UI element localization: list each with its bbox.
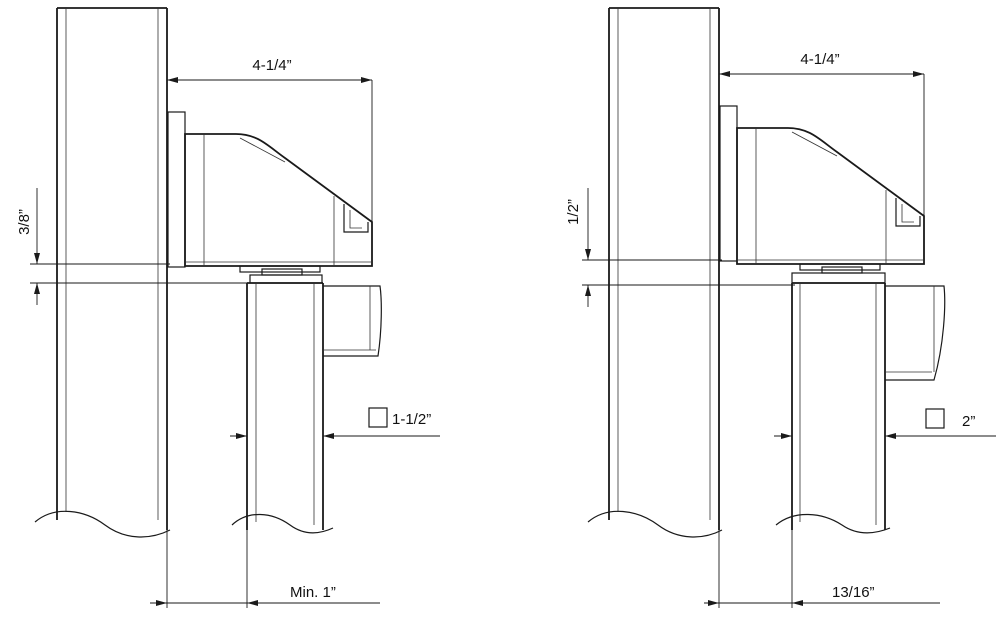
right-post (587, 7, 723, 538)
left-tube-dimension: 1-1/2” (230, 407, 440, 439)
right-tube-dimension: 2” (774, 408, 996, 439)
right-width-label: 4-1/4” (800, 51, 839, 68)
left-offset-label: Min. 1” (290, 584, 336, 601)
right-bracket (885, 285, 946, 381)
right-gap-label: 1/2” (565, 199, 582, 225)
right-gate-tube (775, 282, 891, 534)
left-offset-dimension: Min. 1” (150, 530, 380, 608)
left-gap-dimension: 3/8” (16, 188, 250, 305)
left-width-label: 4-1/4” (252, 57, 291, 74)
right-width-dimension: 4-1/4” (719, 51, 925, 216)
right-hinge-pivot (791, 263, 886, 284)
left-hinge-pivot (239, 265, 323, 284)
left-gap-label: 3/8” (16, 209, 33, 235)
right-tube-label: 2” (962, 413, 975, 430)
left-post (34, 7, 171, 538)
left-bracket (323, 285, 382, 357)
left-diagram: 4-1/4” 3/8” 1-1/2” Min (16, 7, 440, 608)
left-width-dimension: 4-1/4” (167, 57, 373, 222)
right-gap-dimension: 1/2” (565, 188, 795, 307)
right-offset-dimension: 13/16” (704, 530, 940, 608)
right-offset-label: 13/16” (832, 584, 875, 601)
square-tube-icon (925, 408, 945, 429)
left-gate-tube (231, 282, 334, 534)
right-diagram: 4-1/4” 1/2” 2” 13/16” (565, 7, 996, 608)
right-hinge-body (719, 105, 925, 265)
left-tube-label: 1-1/2” (392, 411, 431, 428)
square-tube-icon (368, 407, 388, 428)
left-hinge-body (167, 111, 373, 268)
